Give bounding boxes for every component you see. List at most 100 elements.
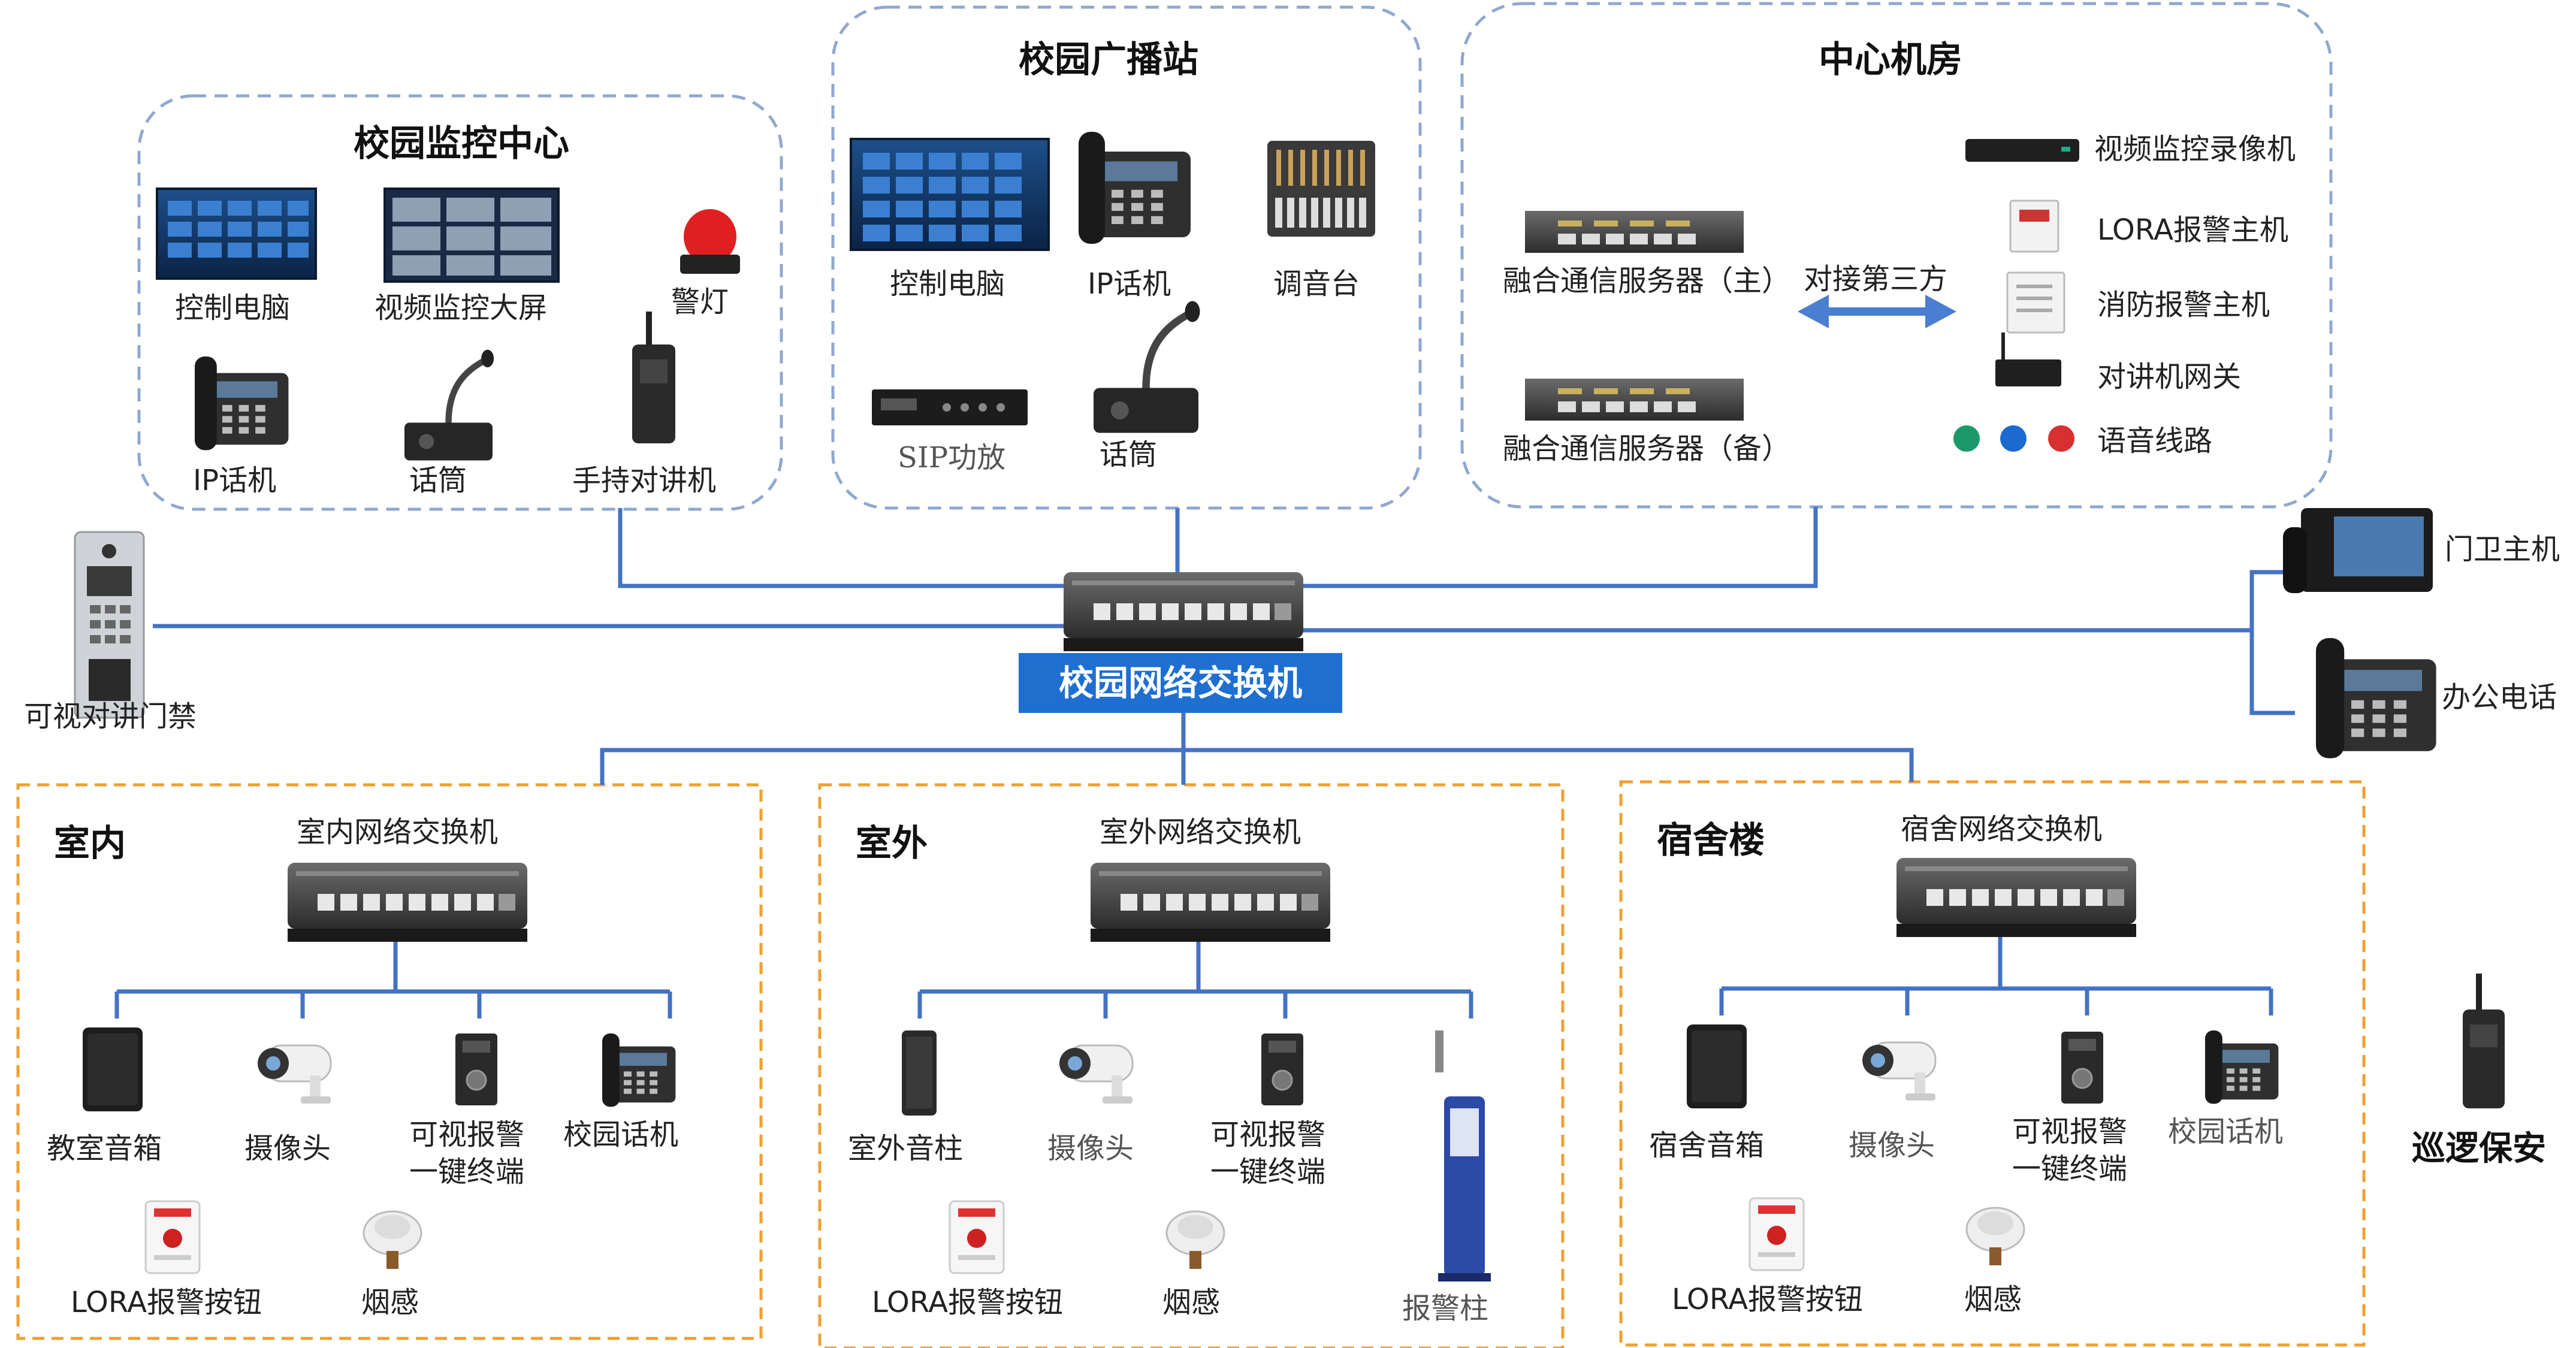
broadcast-ip-phone-icon xyxy=(1079,132,1191,244)
patrol-label: 巡逻保安 xyxy=(2412,1129,2546,1168)
door-access-label: 可视对讲门禁 xyxy=(24,700,197,733)
video-wall-icon xyxy=(383,188,560,283)
data-center-box xyxy=(1460,2,2333,509)
outdoor-camera-icon xyxy=(1058,1044,1134,1105)
outdoor-switch-label: 室外网络交换机 xyxy=(1100,815,1301,849)
alarm-pillar-label: 报警柱 xyxy=(1402,1292,1489,1325)
dorm-lora-button-label: LORA报警按钮 xyxy=(1672,1283,1864,1316)
door-access-icon xyxy=(74,531,145,719)
broadcast-microphone-icon xyxy=(1094,301,1200,433)
indoor-sos-label-2: 一键终端 xyxy=(409,1155,525,1189)
indoor-sos-label-1: 可视报警 xyxy=(409,1118,525,1151)
dorm-campus-phone-icon xyxy=(2205,1030,2279,1104)
indoor-camera-label: 摄像头 xyxy=(244,1132,331,1165)
nvr-icon xyxy=(1965,139,2079,162)
classroom-speaker-icon xyxy=(83,1027,143,1111)
outdoor-lora-button-label: LORA报警按钮 xyxy=(872,1286,1064,1319)
gate-host-icon xyxy=(2283,508,2433,593)
indoor-switch-label: 室内网络交换机 xyxy=(297,815,499,849)
outdoor-sos-panel-icon xyxy=(1260,1032,1304,1107)
alarm-pillar-icon xyxy=(1435,1030,1491,1281)
indoor-campus-phone-icon xyxy=(602,1033,676,1107)
outdoor-switch-icon xyxy=(1091,863,1330,942)
outdoor-speaker-column-label: 室外音柱 xyxy=(848,1132,964,1165)
broadcast-microphone-label: 话筒 xyxy=(1100,438,1158,472)
dorm-sos-panel-icon xyxy=(2060,1030,2104,1105)
carrier-logos-icon xyxy=(1953,425,2074,452)
indoor-lora-button-icon xyxy=(144,1200,201,1274)
outdoor-sos-label-2: 一键终端 xyxy=(1210,1155,1326,1189)
server-backup-icon xyxy=(1525,379,1744,421)
outdoor-lora-button-icon xyxy=(949,1200,1005,1274)
dorm-switch-label: 宿舍网络交换机 xyxy=(1901,812,2103,846)
outdoor-speaker-column-icon xyxy=(902,1030,937,1116)
dorm-speaker-icon xyxy=(1687,1024,1747,1108)
dorm-camera-icon xyxy=(1861,1041,1937,1102)
outdoor-sos-label-1: 可视报警 xyxy=(1210,1118,1326,1151)
patrol-radio-icon xyxy=(2463,974,2505,1108)
data-center-title: 中心机房 xyxy=(1819,39,1962,81)
indoor-box xyxy=(16,783,763,1340)
nvr-label: 视频监控录像机 xyxy=(2094,132,2296,166)
indoor-smoke-icon xyxy=(363,1210,422,1270)
sip-amp-icon xyxy=(872,389,1028,425)
office-phone-icon xyxy=(2316,638,2436,758)
indoor-smoke-label: 烟感 xyxy=(361,1286,419,1319)
lora-host-icon xyxy=(2009,200,2059,253)
indoor-title: 室内 xyxy=(54,823,126,865)
broadcast-ip-phone-label: IP话机 xyxy=(1088,267,1171,301)
indoor-campus-phone-label: 校园话机 xyxy=(563,1118,679,1151)
indoor-lora-button-label: LORA报警按钮 xyxy=(71,1286,262,1319)
voice-line-label: 语音线路 xyxy=(2097,424,2213,458)
indoor-camera-icon xyxy=(256,1044,332,1105)
classroom-speaker-label: 教室音箱 xyxy=(47,1132,162,1165)
radio-gateway-label: 对讲机网关 xyxy=(2097,360,2242,394)
fire-host-icon xyxy=(2006,271,2065,334)
dorm-smoke-label: 烟感 xyxy=(1964,1283,2022,1316)
dorm-sos-label-1: 可视报警 xyxy=(2012,1115,2128,1148)
monitoring-microphone-icon xyxy=(404,350,494,461)
office-phone-label: 办公电话 xyxy=(2442,681,2557,714)
dorm-title: 宿舍楼 xyxy=(1657,820,1765,862)
monitoring-ip-phone-icon xyxy=(195,356,289,451)
third-party-label: 对接第三方 xyxy=(1804,262,1948,296)
mixer-label: 调音台 xyxy=(1273,267,1360,301)
outdoor-box xyxy=(818,783,1565,1348)
gate-host-label: 门卫主机 xyxy=(2445,533,2560,566)
server-backup-label: 融合通信服务器（备） xyxy=(1503,432,1791,466)
broadcast-control-pc-label: 控制电脑 xyxy=(890,267,1005,301)
broadcast-control-pc-icon xyxy=(850,138,1050,251)
server-main-icon xyxy=(1525,211,1744,253)
core-switch-label: 校园网络交换机 xyxy=(1019,653,1342,713)
monitoring-control-pc-icon xyxy=(156,188,317,280)
monitoring-microphone-label: 话筒 xyxy=(409,464,467,497)
broadcast-station-box xyxy=(831,5,1422,510)
dorm-campus-phone-label: 校园话机 xyxy=(2168,1115,2284,1148)
broadcast-station-title: 校园广播站 xyxy=(1019,39,1198,81)
dorm-box xyxy=(1619,780,2366,1347)
mixer-icon xyxy=(1267,141,1375,237)
dorm-sos-label-2: 一键终端 xyxy=(2012,1152,2128,1186)
core-switch-icon xyxy=(1064,572,1303,651)
dorm-speaker-label: 宿舍音箱 xyxy=(1649,1129,1765,1162)
outdoor-smoke-icon xyxy=(1165,1210,1225,1270)
indoor-sos-panel-icon xyxy=(454,1032,499,1107)
monitoring-center-box xyxy=(137,94,783,511)
dorm-smoke-icon xyxy=(1965,1207,2025,1267)
monitoring-control-pc-label: 控制电脑 xyxy=(175,291,291,325)
warning-light-icon xyxy=(680,209,740,274)
warning-light-label: 警灯 xyxy=(671,285,729,319)
sip-amp-label: SIP功放 xyxy=(898,441,1006,474)
indoor-switch-icon xyxy=(288,863,527,942)
monitoring-ip-phone-label: IP话机 xyxy=(193,464,277,497)
outdoor-camera-label: 摄像头 xyxy=(1047,1132,1134,1165)
dorm-camera-label: 摄像头 xyxy=(1849,1129,1935,1162)
radio-gateway-icon xyxy=(1995,333,2061,386)
lora-host-label: LORA报警主机 xyxy=(2097,213,2289,247)
server-main-label: 融合通信服务器（主） xyxy=(1503,264,1791,298)
video-wall-label: 视频监控大屏 xyxy=(375,291,548,325)
handheld-radio-icon xyxy=(632,312,675,443)
